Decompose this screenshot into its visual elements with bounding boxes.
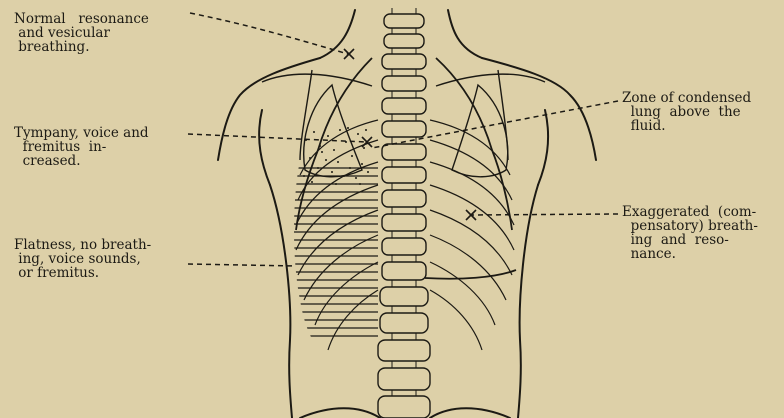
neck-right-outline [448, 10, 482, 58]
label-tympany: Tympany, voice and fremitus in- creased. [14, 126, 149, 168]
left-lung-outline [296, 58, 372, 230]
label-flatness: Flatness, no breath- ing, voice sounds, … [14, 238, 151, 280]
marker-normal-resonance [344, 49, 354, 59]
neck-left-outline [320, 10, 355, 58]
label-exaggerated-breathing: Exaggerated (com- pensatory) breath- ing… [622, 205, 758, 261]
label-zone-condensed-lung: Zone of condensed lung above the fluid. [622, 91, 751, 133]
right-torso-outline [518, 185, 538, 418]
spine [378, 8, 430, 418]
leader-exaggerated [471, 214, 618, 215]
right-lung-base [425, 270, 516, 279]
label-normal-resonance: Normal resonance and vesicular breathing… [14, 12, 149, 54]
left-torso-outline [270, 185, 292, 418]
leader-flatness [188, 264, 296, 266]
leader-normal-resonance [190, 13, 348, 54]
